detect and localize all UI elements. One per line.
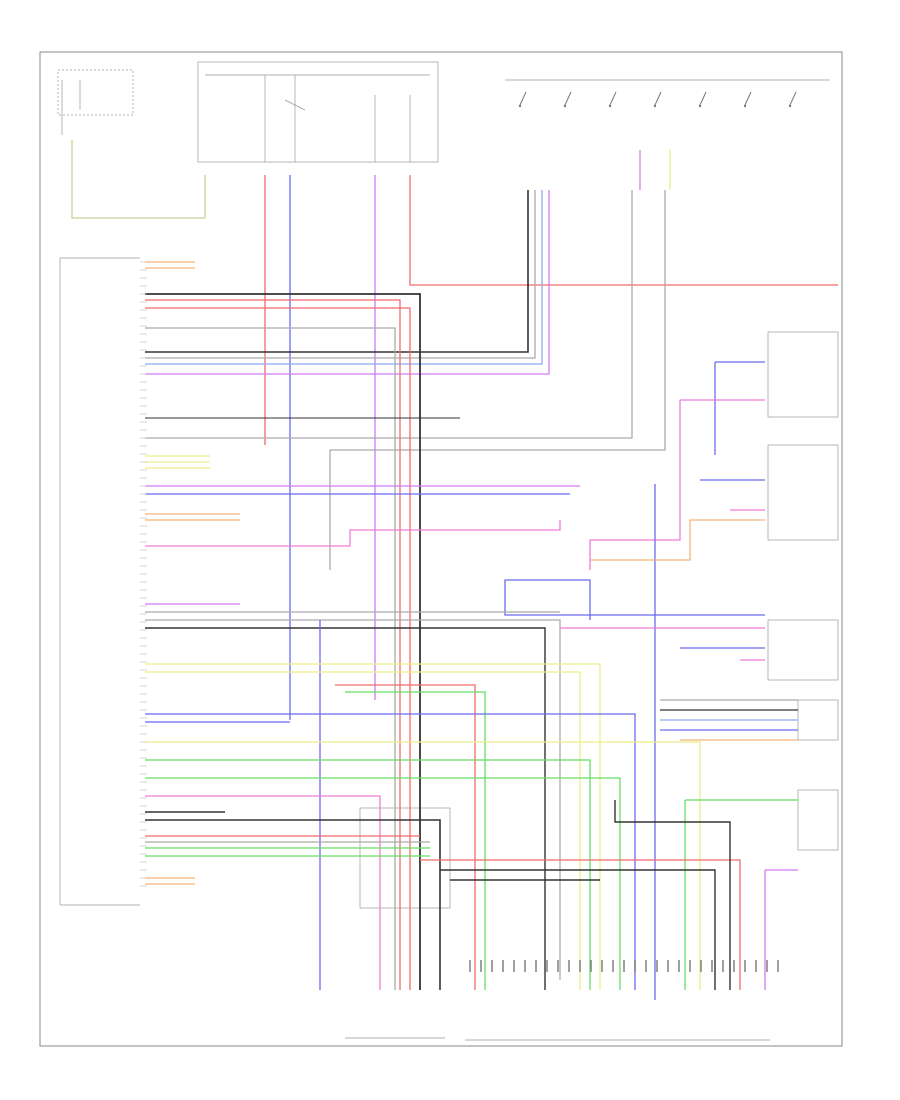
wire-blue-loop bbox=[504, 579, 591, 620]
wire-red-l34 bbox=[420, 859, 741, 990]
switch-pivot bbox=[698, 104, 702, 108]
switch-pivot bbox=[518, 104, 522, 108]
wire-pink-l23 bbox=[145, 795, 381, 990]
component-box-right-2 bbox=[767, 444, 839, 541]
pin-ticks-layer bbox=[140, 261, 779, 972]
switch-contact bbox=[744, 91, 752, 106]
page-border bbox=[39, 51, 843, 1047]
switch-pivot bbox=[608, 104, 612, 108]
wire-blue-a bbox=[145, 190, 543, 365]
switch-contact bbox=[699, 91, 707, 106]
wire-blue-l13 bbox=[145, 713, 636, 990]
wire-gray-c bbox=[145, 190, 633, 439]
switch-contact bbox=[789, 91, 797, 106]
wire-green-l21 bbox=[145, 759, 591, 990]
wire-red-h2 bbox=[145, 299, 401, 990]
wire-gray-b bbox=[329, 190, 666, 570]
component-box-right-4 bbox=[797, 699, 839, 741]
switch-contact bbox=[564, 91, 572, 106]
wire-blue-loop2 bbox=[504, 595, 765, 616]
wire-yellow-l20 bbox=[145, 741, 701, 990]
wire-violet-a bbox=[145, 190, 550, 375]
wire-black-a bbox=[145, 190, 529, 353]
component-box-right-5 bbox=[797, 789, 839, 851]
junction-box-internals bbox=[205, 74, 430, 162]
switch-contact bbox=[519, 91, 527, 106]
wire-gray-a bbox=[145, 190, 536, 359]
junction-box-top bbox=[197, 61, 439, 163]
wire-red-top bbox=[409, 175, 838, 286]
wire-gray-l3 bbox=[145, 619, 561, 980]
wire-red-l8 bbox=[335, 684, 476, 990]
wire-black-l25 bbox=[145, 819, 441, 990]
wire-pink-r2v bbox=[589, 400, 681, 570]
wire-black-l35 bbox=[440, 869, 716, 990]
fuse-block-left bbox=[57, 69, 134, 135]
switch-pivot bbox=[653, 104, 657, 108]
switch-pivot bbox=[563, 104, 567, 108]
wire-orange-r5 bbox=[590, 519, 765, 561]
component-box-right-3 bbox=[767, 619, 839, 681]
wire-red-h3 bbox=[145, 307, 411, 990]
switch-contact bbox=[609, 91, 617, 106]
connector-box-bottom-center bbox=[359, 807, 451, 909]
wire-gray-h4 bbox=[145, 327, 396, 990]
wire-black-l39 bbox=[614, 800, 731, 990]
wire-green-l9 bbox=[345, 691, 486, 990]
wire-yellow-l7 bbox=[145, 671, 581, 990]
switch-pivot bbox=[743, 104, 747, 108]
wire-green-l22 bbox=[145, 777, 621, 990]
component-box-right-1 bbox=[767, 331, 839, 418]
switch-pivot bbox=[788, 104, 792, 108]
wire-tan-loop bbox=[71, 140, 206, 219]
switch-contact bbox=[654, 91, 662, 106]
wire-black-h1 bbox=[145, 293, 421, 990]
wire-pink-row bbox=[145, 520, 561, 547]
switch-row-top-right bbox=[505, 79, 830, 108]
wires-layer bbox=[71, 140, 838, 1000]
wire-yellow-l6 bbox=[145, 663, 601, 990]
